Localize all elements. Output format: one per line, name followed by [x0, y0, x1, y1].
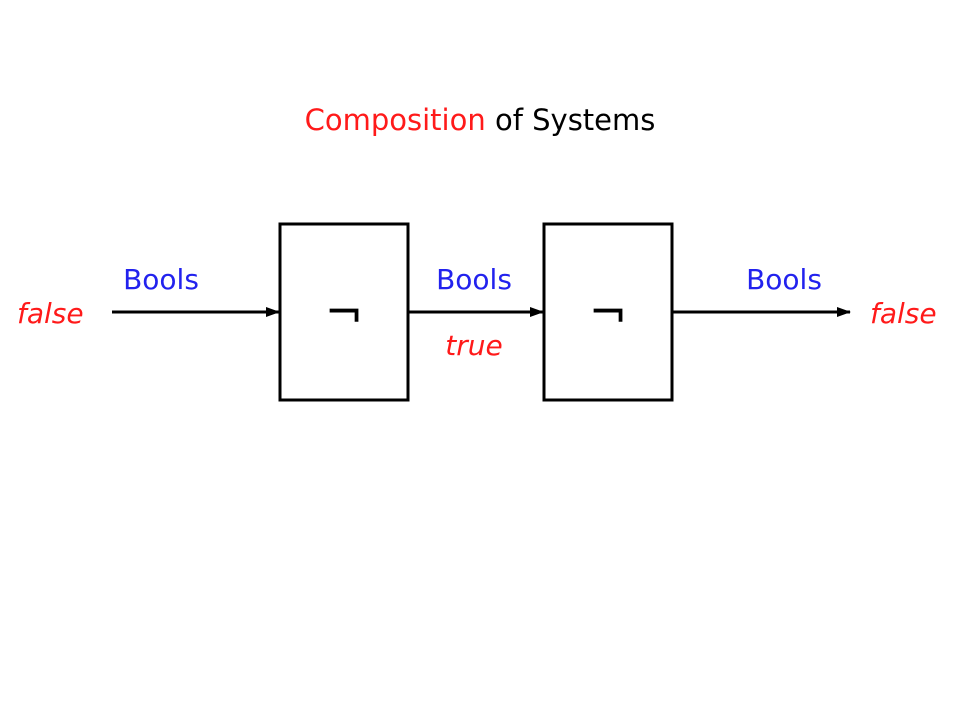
- output-value-label: false: [870, 297, 937, 330]
- input-value-label: false: [17, 297, 84, 330]
- block-1: [278, 222, 410, 402]
- diagram-title: Composition of Systems: [0, 100, 960, 140]
- middle-value-label: true: [445, 329, 503, 362]
- block-1-symbol: ¬: [325, 285, 364, 339]
- input-type-label: Bools: [123, 263, 199, 296]
- title-highlight: Composition: [304, 103, 486, 137]
- title-rest: of Systems: [485, 103, 656, 137]
- middle-type-label: Bools: [436, 263, 512, 296]
- block-2-symbol: ¬: [589, 285, 628, 339]
- output-type-label: Bools: [746, 263, 822, 296]
- block-2: [542, 222, 674, 402]
